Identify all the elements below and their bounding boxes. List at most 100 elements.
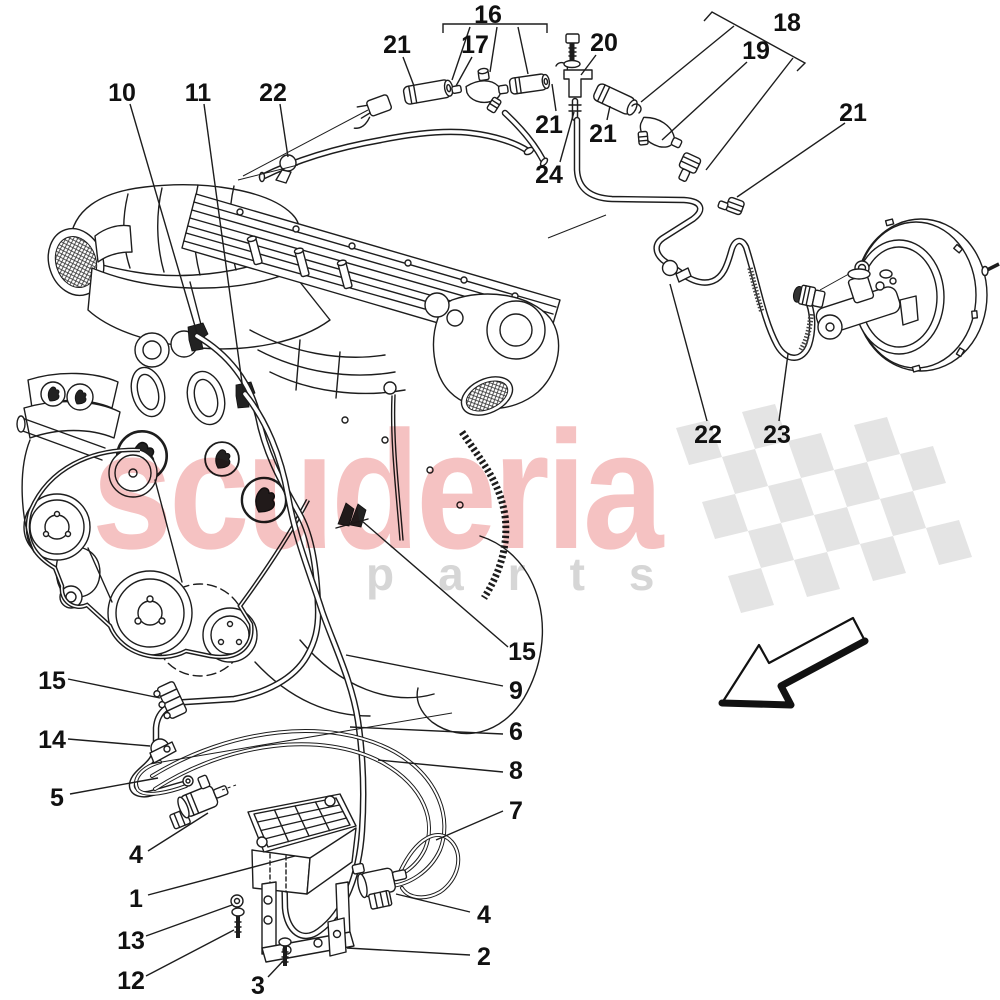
bracket-16 bbox=[442, 23, 548, 33]
grommet-14 bbox=[149, 738, 177, 764]
flag-cell bbox=[860, 536, 906, 581]
leader-line-12 bbox=[145, 929, 235, 977]
callout-label-4: 4 bbox=[477, 901, 491, 929]
flag-cell bbox=[728, 568, 774, 613]
bracket-18-leader bbox=[640, 25, 735, 103]
leader-line-8 bbox=[377, 759, 504, 773]
leader-line-3 bbox=[267, 959, 285, 978]
leader-line-15 bbox=[361, 520, 509, 648]
flag-cell bbox=[788, 433, 834, 478]
callout-label-8: 8 bbox=[509, 757, 523, 785]
leader-line-5 bbox=[69, 777, 159, 795]
leader-line-17 bbox=[455, 56, 473, 87]
leader-line-11 bbox=[203, 103, 244, 391]
callout-label-6: 6 bbox=[509, 718, 523, 746]
washer-13 bbox=[230, 894, 244, 908]
screw-12 bbox=[231, 907, 245, 938]
flag-cell bbox=[880, 491, 926, 536]
leader-line-21 bbox=[606, 105, 611, 121]
elbow-fitting-21 bbox=[717, 196, 745, 216]
screw-3 bbox=[278, 937, 292, 966]
leader-line-14 bbox=[67, 738, 151, 747]
leader-line-21 bbox=[736, 122, 846, 198]
leader-line-6 bbox=[349, 726, 504, 735]
leader-lines bbox=[67, 11, 846, 978]
callout-label-15: 15 bbox=[38, 667, 66, 695]
callout-label-1: 1 bbox=[129, 885, 143, 913]
callout-label-17: 17 bbox=[461, 31, 489, 59]
callout-label-2: 2 bbox=[477, 943, 491, 971]
flag-cell bbox=[814, 507, 860, 552]
leader-line-22 bbox=[669, 283, 708, 422]
callout-label-4: 4 bbox=[129, 841, 143, 869]
bolt-20 bbox=[563, 33, 581, 69]
bracket-18 bbox=[703, 11, 807, 72]
callout-label-12: 12 bbox=[117, 967, 145, 995]
arrow-thick-edge bbox=[718, 637, 869, 709]
leader-line-21 bbox=[551, 83, 557, 112]
leader-line-23 bbox=[778, 353, 789, 422]
servo-stud bbox=[981, 262, 1000, 277]
top-hose-assemblies bbox=[237, 33, 857, 361]
tee-bracket-20 bbox=[563, 69, 593, 98]
callout-label-22: 22 bbox=[259, 79, 287, 107]
bracket-16-leader bbox=[517, 26, 529, 75]
checkered-flag bbox=[676, 404, 972, 613]
elbow-fitting-18 bbox=[678, 152, 702, 182]
flag-cell bbox=[702, 494, 748, 539]
callout-label-11: 11 bbox=[185, 79, 212, 107]
engine-assembly-drawing bbox=[16, 184, 561, 735]
callout-label-10: 10 bbox=[108, 79, 136, 107]
flag-cell bbox=[722, 449, 768, 494]
bracket-16-leader bbox=[451, 26, 471, 81]
leader-line-24 bbox=[559, 111, 575, 163]
flag-cell bbox=[926, 520, 972, 565]
callout-label-19: 19 bbox=[742, 37, 770, 65]
bracket-18-leader bbox=[705, 57, 794, 171]
callout-label-22: 22 bbox=[694, 421, 722, 449]
callout-label-21: 21 bbox=[589, 120, 617, 148]
callout-label-21: 21 bbox=[383, 31, 411, 59]
leader-line-7 bbox=[435, 810, 504, 841]
vapor-valve-19b bbox=[637, 116, 683, 149]
callout-label-3: 3 bbox=[251, 972, 265, 1000]
leader-line-10 bbox=[129, 103, 198, 334]
bracket-16-leader bbox=[489, 26, 498, 73]
leader-line-20 bbox=[580, 54, 597, 76]
callout-label-20: 20 bbox=[590, 29, 618, 57]
watermark: scuderia parts bbox=[92, 396, 698, 600]
callout-label-13: 13 bbox=[117, 927, 145, 955]
watermark-title: scuderia bbox=[92, 396, 665, 584]
callout-label-16: 16 bbox=[474, 1, 502, 29]
hose-clip-22-right bbox=[661, 259, 692, 283]
solenoid-valve-4-left bbox=[169, 774, 229, 830]
callout-label-23: 23 bbox=[763, 421, 791, 449]
vacuum-hoses bbox=[128, 322, 461, 940]
callout-label-18: 18 bbox=[773, 9, 801, 37]
callout-label-14: 14 bbox=[38, 726, 66, 754]
spark-plug-posts bbox=[236, 208, 519, 300]
check-valve-right bbox=[508, 73, 551, 95]
pulleys-and-belt bbox=[23, 447, 310, 677]
callout-label-24: 24 bbox=[535, 161, 563, 189]
air-flow-meter bbox=[47, 227, 105, 297]
servo-hose-elbow bbox=[792, 284, 826, 308]
leader-line-2 bbox=[346, 947, 471, 956]
flag-cell bbox=[768, 478, 814, 523]
callout-label-7: 7 bbox=[509, 797, 523, 825]
purge-canister bbox=[247, 793, 357, 895]
flag-cell bbox=[834, 462, 880, 507]
callout-label-9: 9 bbox=[509, 677, 523, 705]
flag-cell bbox=[900, 446, 946, 491]
brake-servo bbox=[853, 218, 1000, 373]
flag-cell bbox=[854, 417, 900, 462]
watermark-subtitle: parts bbox=[366, 548, 698, 600]
leader-line-4 bbox=[395, 893, 471, 913]
direction-arrow bbox=[718, 616, 869, 709]
clamp-15 bbox=[153, 681, 188, 720]
callout-label-5: 5 bbox=[50, 784, 64, 812]
leader-line-1 bbox=[147, 855, 296, 896]
solenoid-valve-4-right bbox=[351, 862, 408, 910]
